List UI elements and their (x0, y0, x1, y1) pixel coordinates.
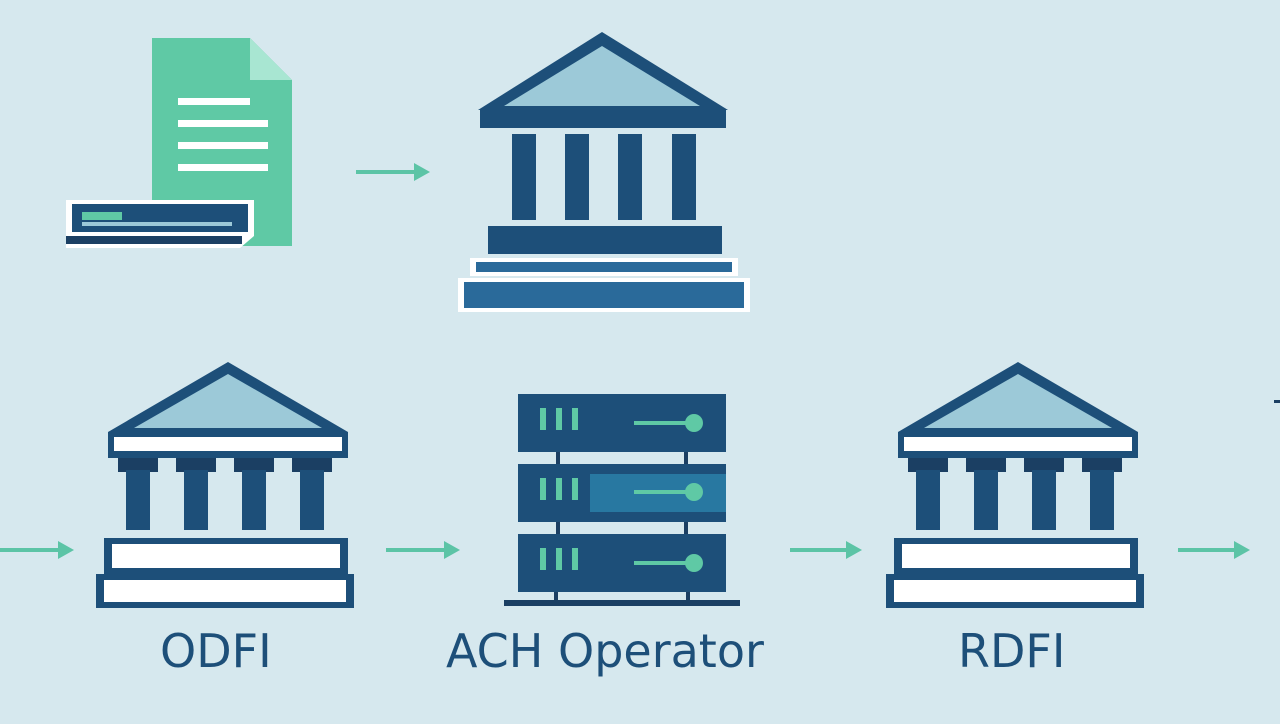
bank-icon (96, 362, 354, 608)
edge-mark (1274, 400, 1280, 403)
arrow-icon (790, 541, 862, 559)
arrow-icon (356, 163, 430, 181)
document-icon (66, 38, 292, 248)
rdfi-label: RDFI (958, 624, 1066, 678)
bank-icon (458, 32, 750, 312)
arrow-icon (0, 541, 74, 559)
ach-operator-label: ACH Operator (446, 624, 764, 678)
arrow-icon (386, 541, 460, 559)
bank-icon (886, 362, 1144, 608)
arrow-icon (1178, 541, 1250, 559)
server-icon (504, 394, 740, 606)
odfi-label: ODFI (160, 624, 272, 678)
